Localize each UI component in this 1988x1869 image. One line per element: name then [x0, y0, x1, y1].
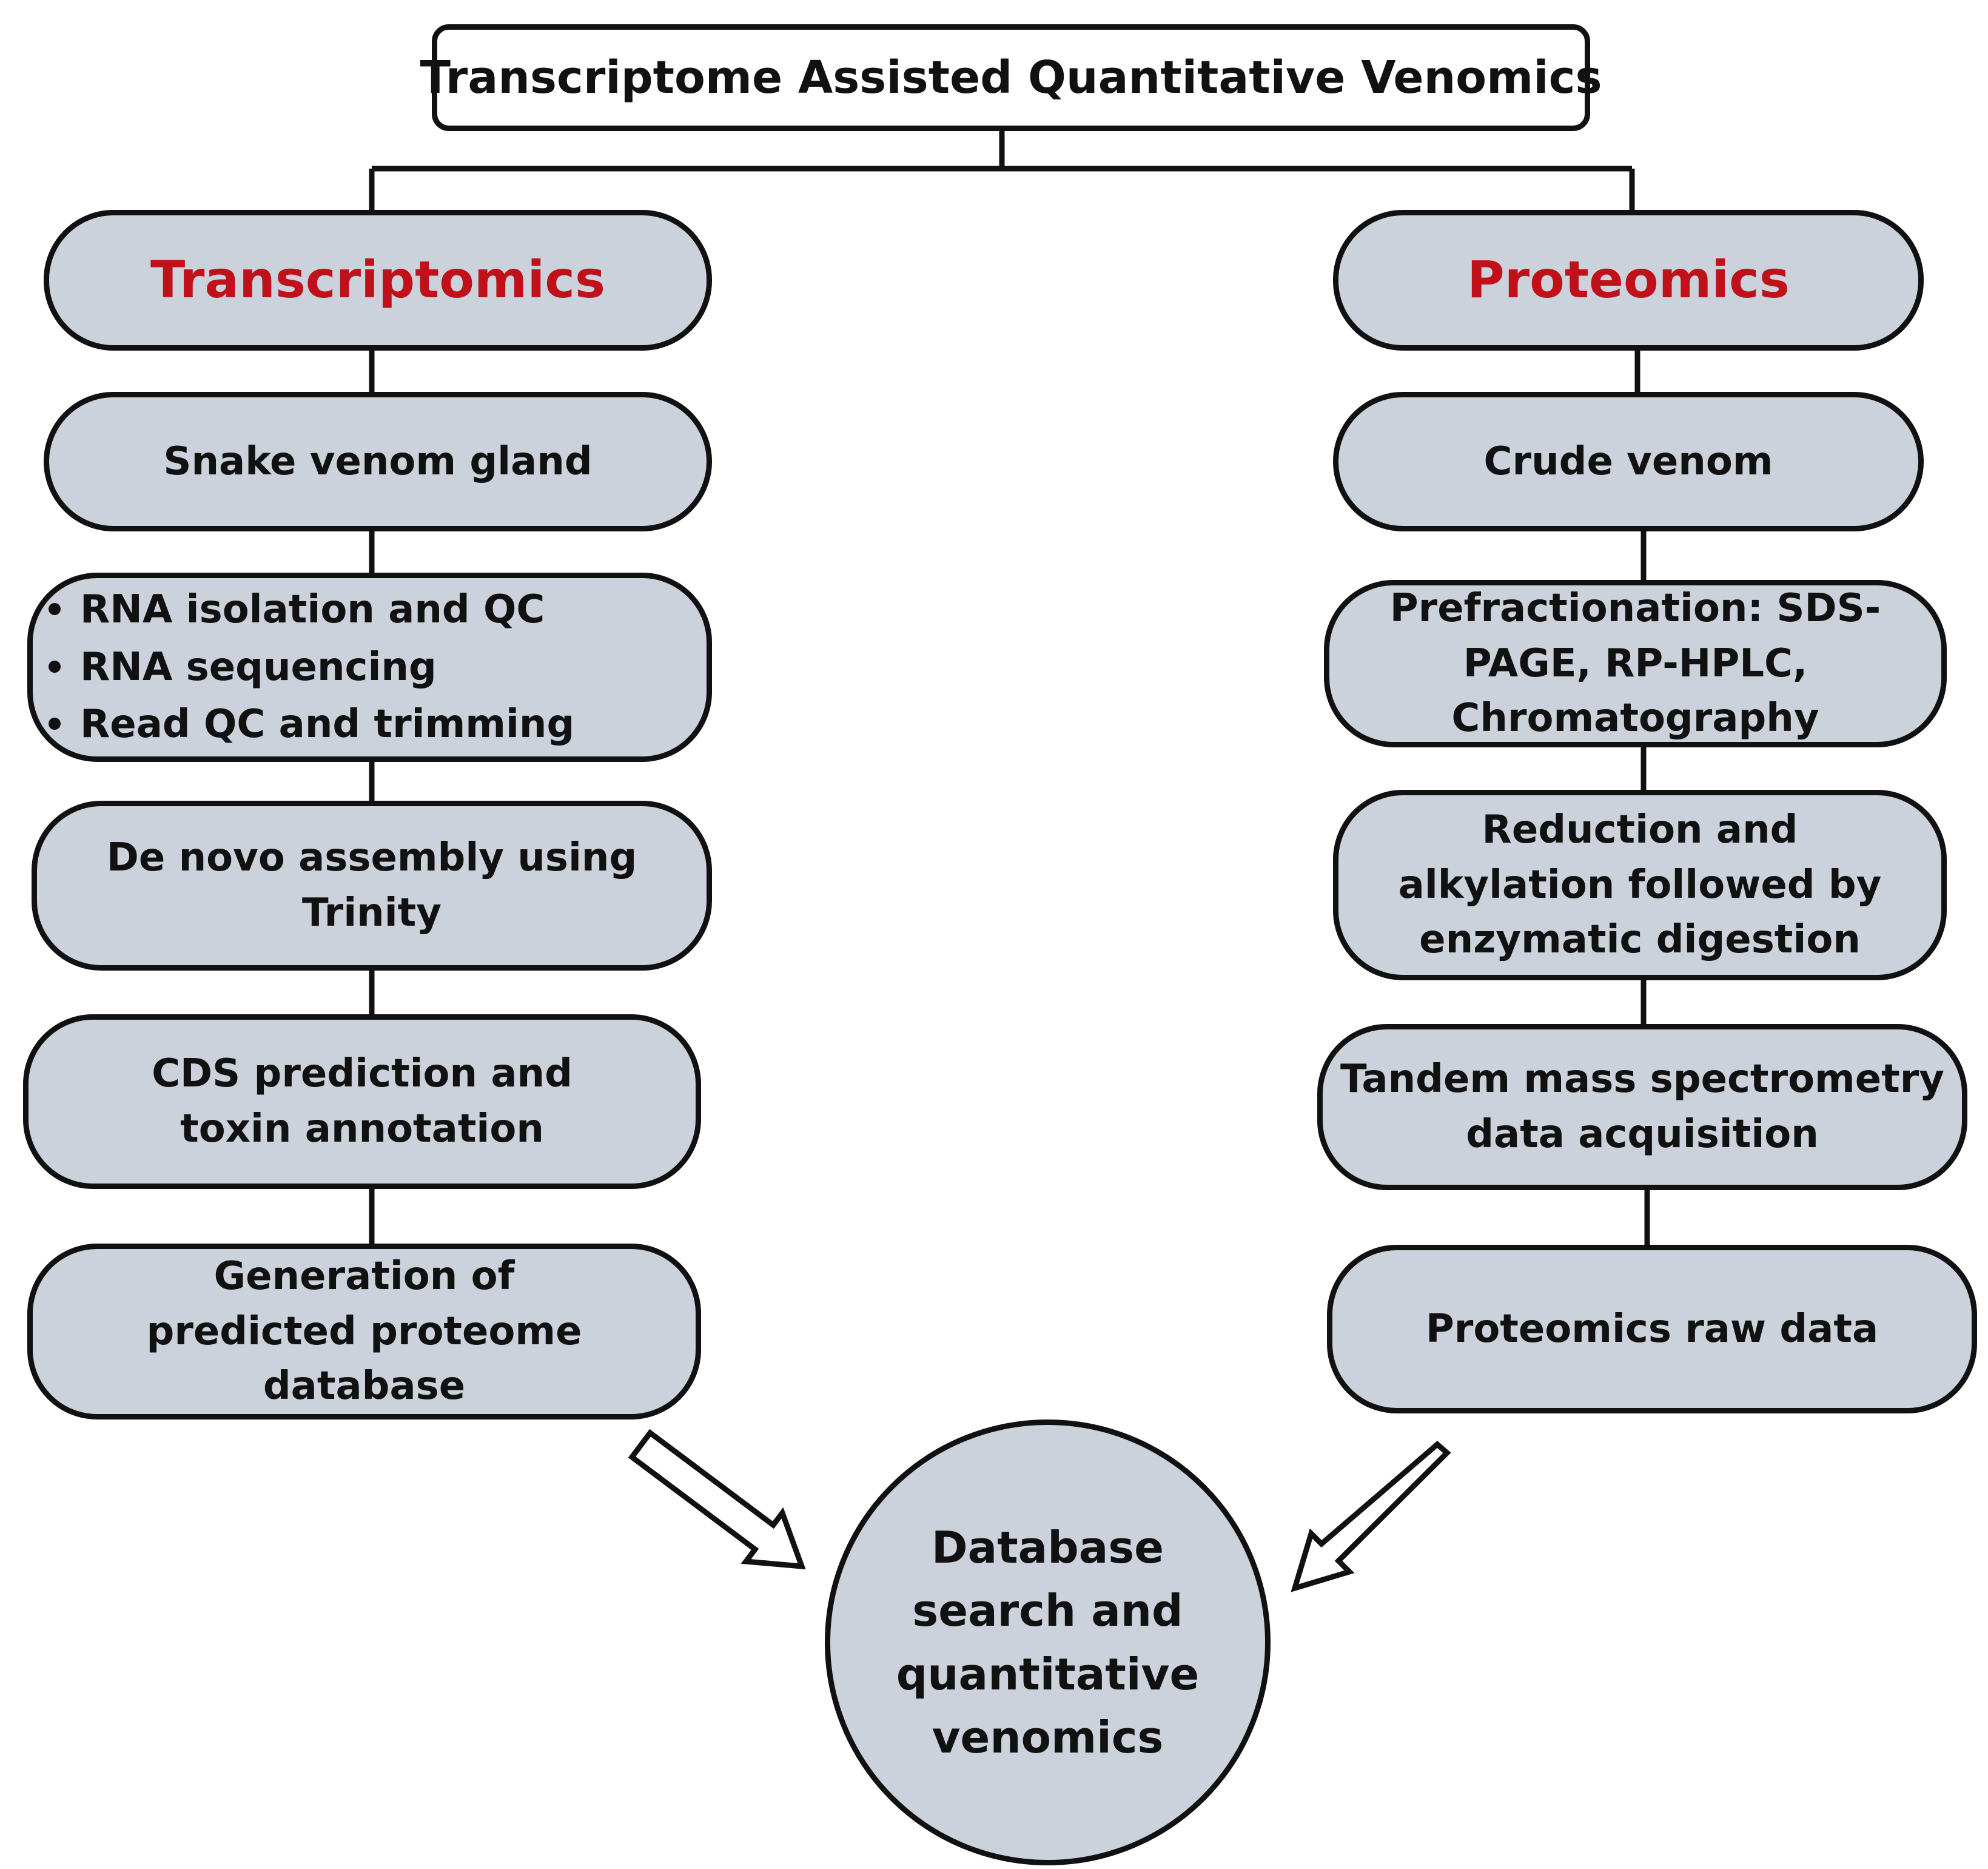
bullet-item: Read QC and trimming	[49, 696, 707, 753]
snake-venom-gland-step: Snake venom gland	[44, 392, 712, 531]
rna-steps-list: RNA isolation and QC RNA sequencing Read…	[33, 581, 707, 753]
proteomics-raw-data-step: Proteomics raw data	[1327, 1245, 1977, 1413]
prefractionation-step: Prefractionation: SDS-PAGE, RP-HPLC, Chr…	[1324, 580, 1947, 747]
crude-venom-step: Crude venom	[1333, 392, 1924, 531]
proteomics-label: Proteomics	[1467, 250, 1790, 310]
result-label: Database search and quantitative venomic…	[896, 1521, 1200, 1763]
step-label: Crude venom	[1483, 439, 1773, 484]
step-label: Prefractionation: SDS-PAGE, RP-HPLC, Chr…	[1389, 585, 1881, 741]
proteomics-header: Proteomics	[1333, 210, 1924, 351]
bullet-item: RNA sequencing	[49, 639, 707, 696]
step-label: Reduction and alkylation followed by enz…	[1398, 807, 1882, 963]
step-label: Tandem mass spectrometry data acquisitio…	[1340, 1057, 1945, 1157]
rna-processing-step: RNA isolation and QC RNA sequencing Read…	[27, 573, 712, 762]
step-label: CDS prediction and toxin annotation	[152, 1051, 573, 1151]
step-label: De novo assembly using Trinity	[106, 835, 637, 935]
diagram-title: Transcriptome Assisted Quantitative Veno…	[420, 24, 1602, 131]
left-arrow	[628, 1429, 806, 1570]
cds-prediction-step: CDS prediction and toxin annotation	[23, 1014, 701, 1189]
reduction-alkylation-step: Reduction and alkylation followed by enz…	[1333, 790, 1947, 980]
right-arrow	[1291, 1441, 1451, 1592]
database-search-circle: Database search and quantitative venomic…	[825, 1419, 1271, 1865]
transcriptomics-header: Transcriptomics	[44, 210, 712, 351]
proteome-database-step: Generation of predicted proteome databas…	[27, 1244, 701, 1419]
step-label: Proteomics raw data	[1425, 1306, 1879, 1352]
step-label: Snake venom gland	[163, 439, 593, 484]
bullet-item: RNA isolation and QC	[49, 581, 707, 639]
transcriptomics-label: Transcriptomics	[150, 250, 606, 310]
tandem-ms-step: Tandem mass spectrometry data acquisitio…	[1317, 1024, 1967, 1190]
de-novo-assembly-step: De novo assembly using Trinity	[32, 801, 712, 971]
step-label: Generation of predicted proteome databas…	[146, 1253, 582, 1409]
